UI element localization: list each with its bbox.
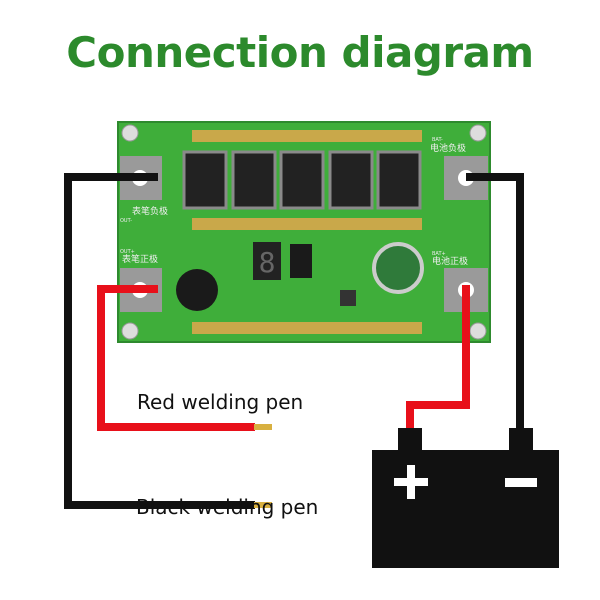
label-out-pos: OUT+ <box>120 249 135 255</box>
label-out-pos-cn: 表笔正极 <box>122 253 158 265</box>
black-pen-tip <box>254 502 272 508</box>
copper-bar <box>192 218 422 230</box>
red-pen-label: Red welding pen <box>137 390 304 414</box>
label-bat-neg: BAT- <box>432 137 443 143</box>
capacitor <box>372 242 424 294</box>
copper-bar <box>192 130 422 142</box>
mosfet-row <box>182 150 422 210</box>
buzzer <box>176 269 218 311</box>
diagram-title: Connection diagram <box>66 28 534 77</box>
pcb-board: 8 表笔负极 OUT- OUT+ 表笔正极 BAT- 电池负极 BAT+ 电池正… <box>117 121 491 343</box>
black-pen-label: Black welding pen <box>136 495 319 519</box>
display-digit: 8 <box>259 246 276 279</box>
battery-negative-wire <box>466 173 524 432</box>
copper-bar <box>192 322 422 334</box>
battery-positive-wire <box>406 285 470 432</box>
red-pen-tip <box>254 424 272 430</box>
label-out-neg-cn: 表笔负极 <box>132 205 168 217</box>
black-pen-wire <box>64 173 255 509</box>
red-pen-wire <box>97 285 255 431</box>
label-bat-pos: BAT+ <box>432 251 446 257</box>
battery <box>372 428 559 568</box>
label-bat-neg-cn: 电池负极 <box>430 142 466 154</box>
seven-segment-display <box>253 242 281 280</box>
ic-chip <box>290 244 312 278</box>
battery-minus-icon <box>505 478 537 487</box>
push-button <box>340 290 356 306</box>
label-out-neg: OUT- <box>120 218 132 224</box>
label-bat-pos-cn: 电池正极 <box>432 255 468 267</box>
